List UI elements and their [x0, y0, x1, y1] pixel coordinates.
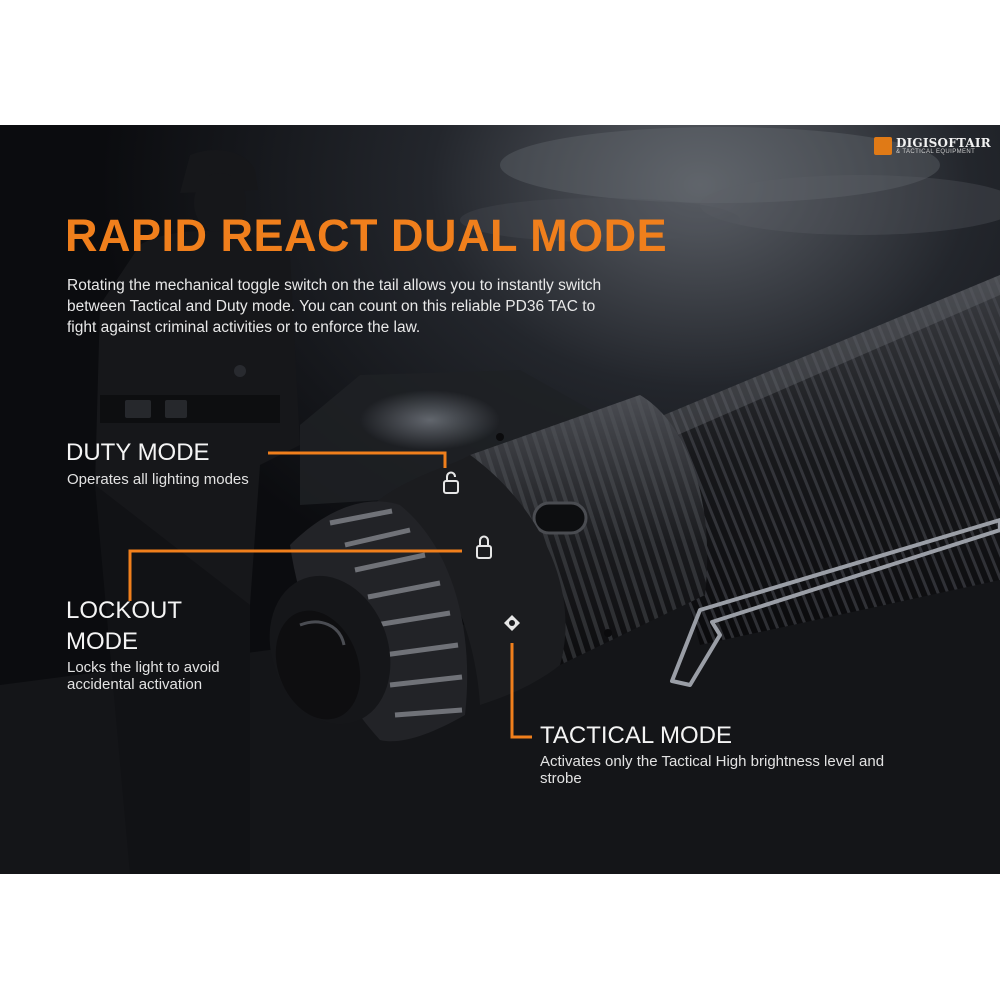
duty-mode-description: Operates all lighting modes [67, 471, 249, 488]
brand-logo: DIGISOFTAIR & TACTICAL EQUIPMENT [874, 135, 994, 157]
lockout-mode-title-line2: MODE [66, 628, 138, 655]
tactical-mode-description: Activates only the Tactical High brightn… [540, 753, 885, 787]
headline: RAPID REACT DUAL MODE [65, 210, 668, 261]
brand-name: DIGISOFTAIR [896, 136, 991, 150]
tactical-mode-title: TACTICAL MODE [540, 722, 733, 749]
lockout-mode-description: Locks the light to avoid accidental acti… [67, 659, 220, 693]
intro-paragraph: Rotating the mechanical toggle switch on… [67, 277, 602, 336]
duty-mode-title: DUTY MODE [66, 439, 210, 466]
brand-mark-icon [874, 137, 892, 155]
flashlight-scene-illustration [0, 125, 1000, 874]
product-banner: DIGISOFTAIR & TACTICAL EQUIPMENT RAPID R… [0, 125, 1000, 874]
lockout-mode-title-line1: LOCKOUT [66, 597, 183, 624]
brand-tagline: & TACTICAL EQUIPMENT [896, 149, 976, 155]
